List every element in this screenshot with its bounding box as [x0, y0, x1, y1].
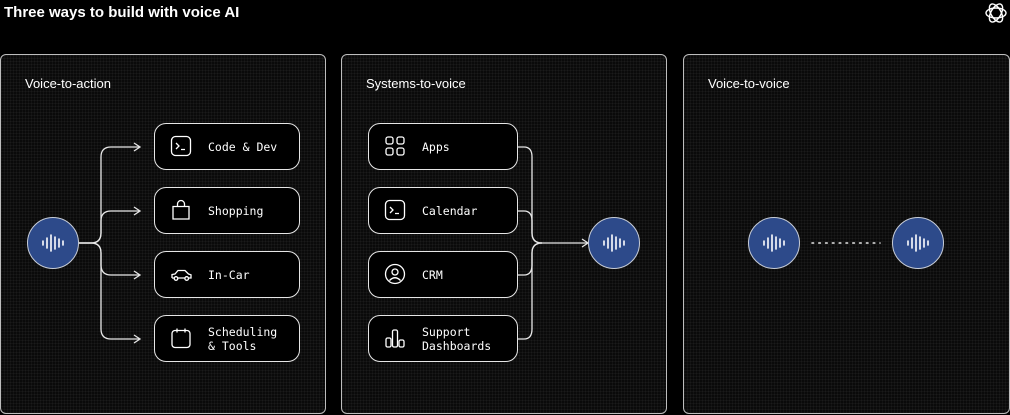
bar-chart-icon: [385, 329, 405, 348]
waveform-icon: [763, 234, 785, 252]
voice-orb-left: [748, 217, 800, 269]
item-code-dev[interactable]: Code & Dev: [154, 123, 300, 170]
panel-systems-to-voice: Systems-to-voice Apps Calendar: [341, 54, 667, 414]
waveform-icon: [42, 234, 64, 252]
voice-orb: [27, 217, 79, 269]
item-in-car[interactable]: In-Car: [154, 251, 300, 298]
connector-lines: [517, 146, 590, 340]
item-shopping[interactable]: Shopping: [154, 187, 300, 234]
shopping-bag-icon: [172, 199, 190, 220]
item-apps[interactable]: Apps: [368, 123, 518, 170]
item-label: Calendar: [422, 203, 478, 218]
item-support-dashboards[interactable]: Support Dashboards: [368, 315, 518, 362]
terminal-icon: [170, 135, 192, 157]
item-label: Scheduling & Tools: [208, 324, 278, 353]
item-crm[interactable]: CRM: [368, 251, 518, 298]
item-label: Shopping: [208, 203, 264, 218]
apps-grid-icon: [385, 136, 405, 156]
waveform-icon: [907, 234, 929, 252]
item-label: CRM: [422, 267, 443, 282]
voice-orb: [588, 217, 640, 269]
panel-voice-to-action: Voice-to-action Code & Dev: [0, 54, 326, 414]
voice-orb-right: [892, 217, 944, 269]
item-label: In-Car: [208, 267, 250, 282]
panel-title: Systems-to-voice: [366, 76, 466, 91]
car-icon: [171, 269, 192, 281]
item-label: Apps: [422, 139, 450, 154]
panel-voice-to-voice: Voice-to-voice: [683, 54, 1010, 414]
item-label: Support Dashboards: [422, 324, 492, 353]
openai-logo-icon: [985, 3, 1007, 23]
item-calendar[interactable]: Calendar: [368, 187, 518, 234]
dotted-connector: [811, 242, 881, 244]
item-scheduling-tools[interactable]: Scheduling & Tools: [154, 315, 300, 362]
item-label: Code & Dev: [208, 139, 278, 154]
waveform-icon: [603, 234, 625, 252]
panel-title: Voice-to-voice: [708, 76, 790, 91]
calendar-icon: [171, 328, 191, 349]
page-title: Three ways to build with voice AI: [4, 4, 240, 21]
user-icon: [384, 263, 406, 285]
panel-title: Voice-to-action: [25, 76, 111, 91]
connector-lines: [79, 142, 142, 344]
terminal-icon: [384, 199, 406, 221]
